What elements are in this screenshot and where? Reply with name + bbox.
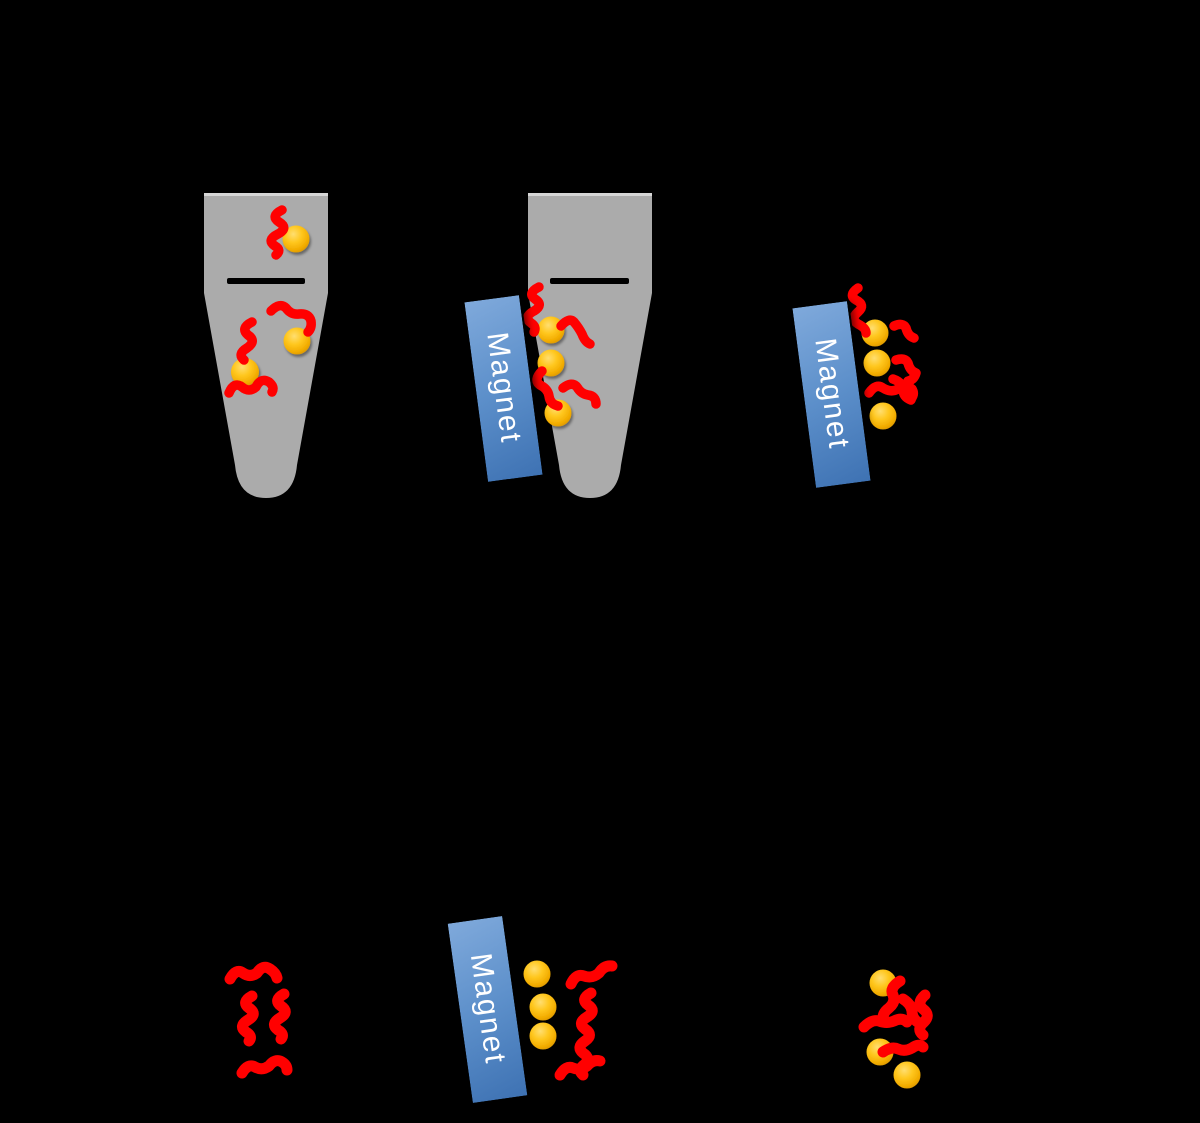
rna-squiggle: [914, 989, 933, 1041]
rna-squiggle: [224, 375, 278, 398]
rna-squiggle: [877, 1039, 929, 1058]
magnet-label: Magnet: [463, 951, 513, 1068]
rna-group-bottom-left: [224, 961, 293, 1079]
rna-squiggle: [266, 205, 289, 260]
bead-group-magnet-bottom: [523, 960, 557, 1050]
magnetic-bead: [863, 349, 891, 377]
liquid-level-line: [227, 278, 305, 284]
rna-squiggle: [891, 354, 921, 386]
rna-squiggle: [266, 300, 316, 337]
tube-rim: [204, 193, 328, 196]
rna-squiggle: [554, 1055, 606, 1081]
rna-squiggle: [864, 381, 919, 404]
rna-squiggle: [237, 990, 259, 1047]
magnetic-bead: [893, 1061, 921, 1089]
tube-body: [204, 193, 328, 498]
rna-squiggle: [858, 1013, 913, 1033]
tube-rim: [528, 193, 652, 196]
rna-group-bottom-right: [858, 975, 933, 1058]
magnetic-bead: [283, 327, 311, 355]
rna-squiggle: [889, 319, 919, 343]
rna-squiggle: [236, 1055, 293, 1079]
centrifuge-tube-1: [204, 193, 328, 498]
rna-squiggle: [565, 960, 618, 990]
rna-squiggle: [847, 283, 871, 338]
magnetic-bead: [282, 225, 310, 253]
liquid-level-line: [550, 278, 629, 284]
rna-group-tube-1: [224, 205, 316, 398]
rna-squiggle: [224, 961, 283, 985]
magnetic-bead: [231, 358, 259, 386]
magnetic-bead: [529, 993, 557, 1021]
rna-squiggle: [558, 379, 601, 409]
rna-squiggle: [888, 374, 916, 405]
rna-squiggle: [532, 366, 563, 411]
magnetic-bead: [529, 1022, 557, 1050]
rna-group-magnet-right: [847, 283, 921, 405]
rna-squiggle: [236, 317, 257, 365]
rna-squiggle: [897, 993, 925, 1029]
rna-squiggle: [269, 988, 291, 1045]
rna-squiggle: [877, 975, 906, 1026]
rna-squiggle: [522, 282, 544, 337]
magnet-label: Magnet: [808, 336, 856, 453]
magnetic-bead: [869, 402, 897, 430]
rna-squiggle: [556, 315, 595, 349]
rna-group-tube-2: [522, 282, 601, 411]
bead-group-tube-1: [231, 225, 311, 386]
magnetic-bead: [523, 960, 551, 988]
bead-group-magnet-right: [861, 319, 897, 430]
magnet-label: Magnet: [480, 330, 528, 447]
rna-group-bottom-middle: [554, 960, 618, 1081]
